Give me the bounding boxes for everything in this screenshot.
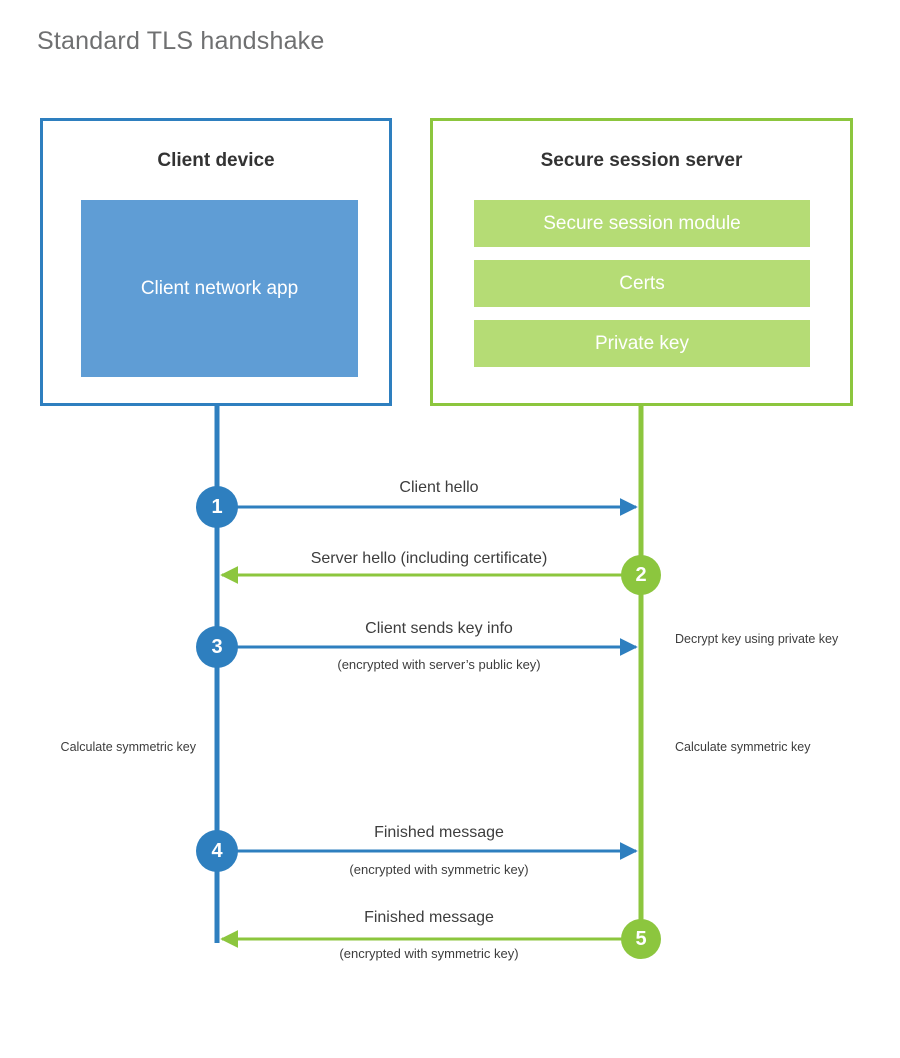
- step-badge-2: 2: [621, 555, 661, 595]
- client-device-box: Client device Client network app: [40, 118, 392, 406]
- annotation-client-calculate-symmetric-key: Calculate symmetric key: [60, 740, 196, 754]
- server-component-private-key: Private key: [474, 320, 810, 367]
- client-network-app-block: Client network app: [81, 200, 358, 377]
- step-5-sublabel: (encrypted with symmetric key): [339, 946, 519, 961]
- annotation-server-decrypt: Decrypt key using private key: [675, 632, 839, 646]
- step-4-label: Finished message: [374, 824, 504, 841]
- step-5-label: Finished message: [364, 909, 494, 926]
- step-badge-1: 1: [196, 486, 238, 528]
- secure-session-server-box: Secure session server Secure session mod…: [430, 118, 853, 406]
- page-title: Standard TLS handshake: [37, 27, 325, 55]
- server-component-certs: Certs: [474, 260, 810, 307]
- server-component-secure-session-module: Secure session module: [474, 200, 810, 247]
- step-badge-5: 5: [621, 919, 661, 959]
- step-3-label: Client sends key info: [365, 620, 513, 637]
- client-device-title: Client device: [157, 150, 275, 171]
- step-2-label: Server hello (including certificate): [310, 550, 548, 567]
- step-3-sublabel: (encrypted with server’s public key): [337, 657, 541, 672]
- server-component-list: Secure session module Certs Private key: [474, 200, 810, 380]
- secure-session-server-title: Secure session server: [540, 150, 743, 171]
- step-4-sublabel: (encrypted with symmetric key): [349, 862, 529, 877]
- step-badge-4: 4: [196, 830, 238, 872]
- annotation-server-calculate-symmetric-key: Calculate symmetric key: [675, 740, 811, 754]
- step-badge-3: 3: [196, 626, 238, 668]
- step-1-label: Client hello: [399, 479, 479, 496]
